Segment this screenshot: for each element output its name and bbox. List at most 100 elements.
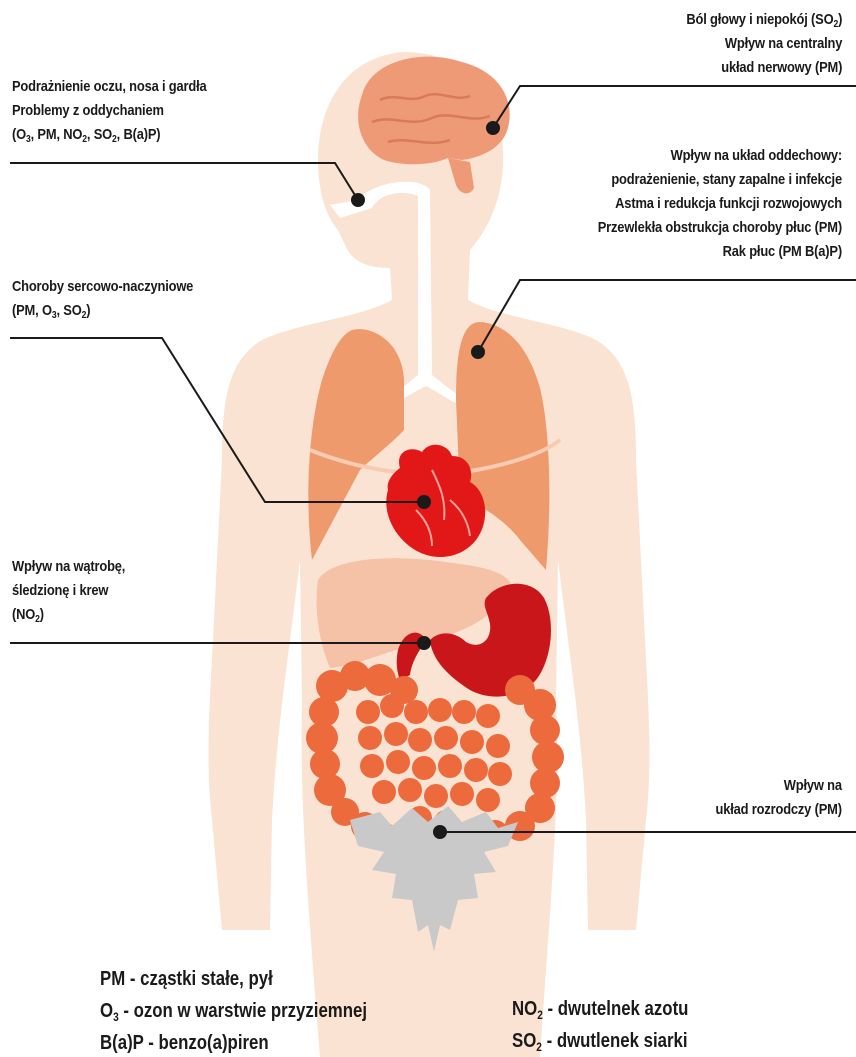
text-run: Wpływ na wątrobę,	[12, 558, 125, 575]
text-run: - dwutlenek siarki	[542, 1030, 688, 1052]
text-run: Wpływ na	[784, 777, 842, 794]
text-line: Astma i redukcja funkcji rozwojowych	[598, 192, 842, 216]
intestine-segment	[386, 750, 410, 774]
text-run: , SO	[56, 302, 81, 319]
text-run: Wpływ na układ oddechowy:	[671, 147, 842, 164]
text-run: )	[40, 606, 44, 623]
brain	[358, 57, 510, 165]
text-run: , PM, NO	[31, 126, 83, 143]
text-run: układ nerwowy (PM)	[721, 59, 842, 76]
intestine-segment	[358, 726, 382, 750]
intestine-segment	[360, 754, 384, 778]
text-run: podrażenienie, stany zapalne i infekcje	[611, 171, 842, 188]
text-run: PM - cząstki stałe, pył	[100, 968, 273, 990]
text-line: Rak płuc (PM B(a)P)	[598, 240, 842, 264]
intestine-segment	[306, 722, 338, 754]
text-run: śledzionę i krew	[12, 582, 108, 599]
text-run: SO	[512, 1030, 536, 1052]
text-line: podrażenienie, stany zapalne i infekcje	[598, 168, 842, 192]
text-line: O3 - ozon w warstwie przyziemnej	[100, 995, 367, 1027]
intestine-segment	[310, 749, 340, 779]
text-line: NO2 - dwutelnek azotu	[512, 993, 688, 1025]
text-line: SO2 - dwutlenek siarki	[512, 1025, 688, 1057]
intestine-segment	[476, 704, 500, 728]
intestine-segment	[530, 715, 560, 745]
intestine-segment	[434, 726, 458, 750]
text-run: Choroby sercowo-naczyniowe	[12, 278, 193, 295]
intestine-segment	[464, 758, 488, 782]
text-run: Rak płuc (PM B(a)P)	[723, 243, 842, 260]
text-line: Wpływ na układ oddechowy:	[598, 144, 842, 168]
callout-liver-spleen-blood: Wpływ na wątrobę, śledzionę i krew (NO2)	[12, 555, 125, 627]
intestine-segment	[408, 728, 432, 752]
text-line: układ nerwowy (PM)	[686, 56, 842, 80]
text-line: układ rozrodczy (PM)	[716, 798, 842, 822]
intestine-segment	[398, 778, 422, 802]
text-run: (PM, O	[12, 302, 52, 319]
text-run: (O	[12, 126, 26, 143]
leader-brain	[493, 86, 856, 128]
leader-respiratory-dot	[471, 345, 485, 359]
intestine-segment	[384, 722, 408, 746]
callout-cardiovascular: Choroby sercowo-naczyniowe (PM, O3, SO2)	[12, 275, 193, 323]
intestine-segment	[372, 780, 396, 804]
intestine-segment	[488, 762, 512, 786]
text-run: , B(a)P)	[117, 126, 161, 143]
text-line: (PM, O3, SO2)	[12, 299, 193, 323]
intestine-segment	[486, 734, 510, 758]
intestine-segment	[532, 741, 564, 773]
text-line: Choroby sercowo-naczyniowe	[12, 275, 193, 299]
text-line: (NO2)	[12, 603, 125, 627]
text-line: Przewlekła obstrukcja choroby płuc (PM)	[598, 216, 842, 240]
text-run: układ rozrodczy (PM)	[716, 801, 842, 818]
intestine-segment	[530, 768, 560, 798]
text-line: Podrażnienie oczu, nosa i gardła	[12, 75, 206, 99]
legend-left: PM - cząstki stałe, pył O3 - ozon w warst…	[100, 963, 367, 1057]
text-line: Wpływ na centralny	[686, 32, 842, 56]
text-line: B(a)P - benzo(a)piren	[100, 1027, 367, 1057]
text-line: PM - cząstki stałe, pył	[100, 963, 367, 995]
intestine-segment	[460, 730, 484, 754]
intestine-segment	[452, 700, 476, 724]
intestine-segment	[438, 754, 462, 778]
text-line: (O3, PM, NO2, SO2, B(a)P)	[12, 123, 206, 147]
callout-respiratory: Wpływ na układ oddechowy: podrażenienie, …	[598, 144, 842, 264]
text-run: O	[100, 1000, 113, 1022]
text-run: Wpływ na centralny	[725, 35, 842, 52]
intestine-segment	[450, 782, 474, 806]
intestine-segment	[424, 784, 448, 808]
intestine-segment	[404, 700, 428, 724]
intestine-segment	[356, 700, 380, 724]
leader-liver-dot	[417, 636, 431, 650]
leader-eyes	[10, 163, 358, 200]
text-run: )	[838, 11, 842, 28]
intestine-segment	[412, 756, 436, 780]
leader-reproductive-dot	[433, 825, 447, 839]
text-run: NO	[512, 998, 537, 1020]
leader-eyes-dot	[351, 193, 365, 207]
intestine-segment	[428, 698, 452, 722]
text-line: Wpływ na wątrobę,	[12, 555, 125, 579]
text-run: , SO	[87, 126, 112, 143]
text-run: Astma i redukcja funkcji rozwojowych	[615, 195, 842, 212]
leader-cardio-dot	[417, 495, 431, 509]
text-line: śledzionę i krew	[12, 579, 125, 603]
text-line: Problemy z oddychaniem	[12, 99, 206, 123]
text-line: Ból głowy i niepokój (SO2)	[686, 8, 842, 32]
text-run: Przewlekła obstrukcja choroby płuc (PM)	[598, 219, 842, 236]
leader-brain-dot	[486, 121, 500, 135]
text-run: Problemy z oddychaniem	[12, 102, 164, 119]
text-run: )	[86, 302, 90, 319]
text-run: - dwutelnek azotu	[543, 998, 689, 1020]
callout-brain: Ból głowy i niepokój (SO2) Wpływ na centr…	[686, 8, 842, 80]
text-run: Ból głowy i niepokój (SO	[686, 11, 833, 28]
text-run: Podrażnienie oczu, nosa i gardła	[12, 78, 206, 95]
text-line: Wpływ na	[716, 774, 842, 798]
text-run: B(a)P - benzo(a)piren	[100, 1032, 269, 1054]
text-run: (NO	[12, 606, 35, 623]
intestine-segment	[476, 788, 500, 812]
callout-reproductive: Wpływ na układ rozrodczy (PM)	[716, 774, 842, 822]
